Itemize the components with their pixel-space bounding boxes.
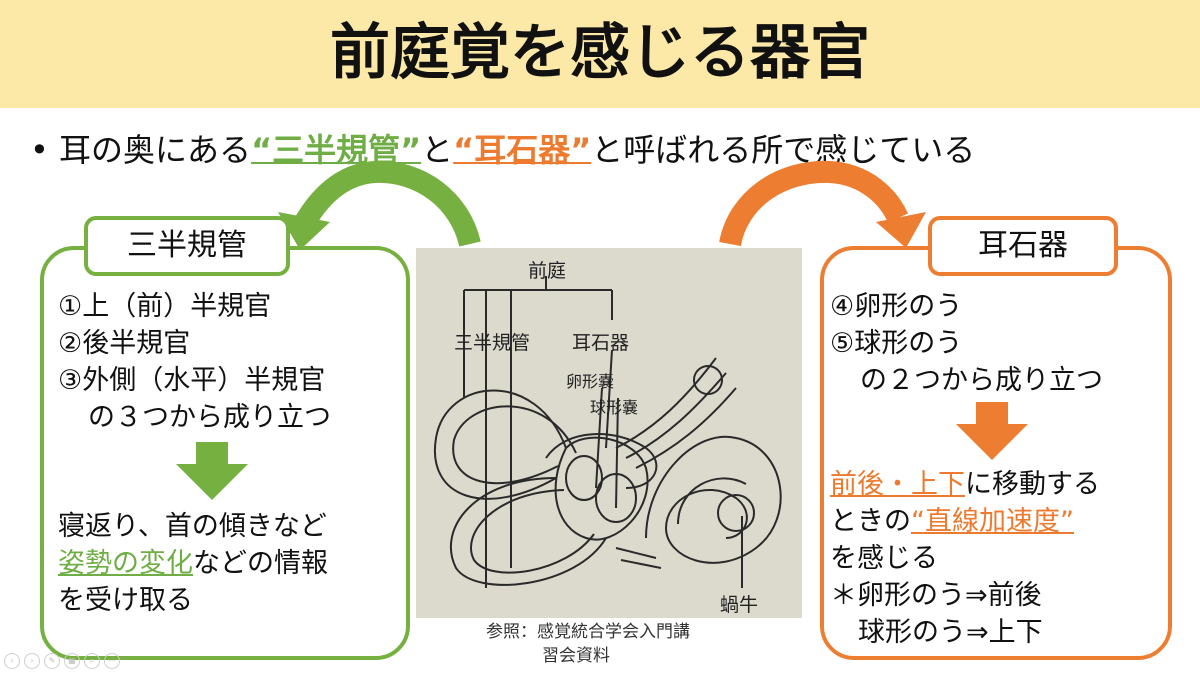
right-note-2: 球形のう⇒上下	[858, 617, 1043, 648]
right-result-line3: を感じる	[830, 543, 938, 574]
right-down-arrow-icon	[956, 402, 1028, 460]
zoom-icon[interactable]: ⌕	[84, 653, 100, 669]
reference-line1: 参照：感覚統合学会入門講	[486, 622, 690, 642]
right-result-line1-rest: に移動する	[965, 469, 1100, 500]
left-item-1: ①上（前）半規官	[58, 291, 272, 322]
slideshow-controls: ‹ › ✎ ▦ ⌕ ⋯	[4, 653, 120, 669]
label-utricle: 卵形嚢	[566, 372, 615, 391]
bullet: •	[30, 131, 49, 169]
label-cochlea: 蝸牛	[720, 594, 759, 616]
inner-ear-drawing	[433, 276, 782, 588]
slide-title: 前庭覚を感じる器官	[330, 18, 870, 88]
pen-icon[interactable]: ✎	[44, 653, 60, 669]
right-note-1: ＊卵形のう⇒前後	[830, 580, 1042, 611]
left-result-line3: を受け取る	[58, 585, 193, 616]
term-otolith-organ: “耳石器”	[453, 131, 592, 169]
reference-line2: 習会資料	[542, 646, 610, 666]
semicircular-canals-heading: 三半規管	[84, 216, 290, 276]
right-item-5: ⑤球形のう	[830, 328, 963, 359]
more-icon[interactable]: ⋯	[104, 653, 120, 669]
label-vestibule: 前庭	[528, 260, 567, 282]
left-result-line2-rest: などの情報	[193, 548, 328, 579]
left-item-2: ②後半規官	[58, 328, 191, 359]
label-semicircular-canals: 三半規管	[454, 332, 531, 354]
grid-icon[interactable]: ▦	[64, 653, 80, 669]
right-result-line2: ときの“直線加速度”	[830, 503, 1074, 540]
left-item-3: ③外側（水平）半規官	[58, 365, 326, 396]
label-otolith-organ: 耳石器	[572, 332, 630, 354]
right-composition: の２つから成り立つ	[860, 365, 1103, 396]
left-result-line2: 姿勢の変化などの情報	[58, 545, 328, 582]
linear-acceleration-term: “直線加速度”	[911, 506, 1074, 537]
intro-before: 耳の奥にある	[59, 131, 252, 169]
front-back-up-down-highlight: 前後・上下	[830, 469, 965, 500]
intro-middle: と	[421, 131, 454, 169]
right-result-line1: 前後・上下に移動する	[830, 466, 1100, 503]
intro-after: と呼ばれる所で感じている	[591, 131, 976, 169]
inner-ear-figure: 前庭 三半規管 耳石器 卵形嚢 球形嚢 蝸牛	[416, 248, 802, 618]
left-result-line1: 寝返り、首の傾きなど	[58, 511, 327, 542]
prev-icon[interactable]: ‹	[4, 653, 20, 669]
label-saccule: 球形嚢	[590, 398, 639, 417]
right-item-4: ④卵形のう	[830, 291, 963, 322]
otolith-organ-heading: 耳石器	[928, 216, 1118, 276]
right-result-line2-prefix: ときの	[830, 506, 911, 537]
next-icon[interactable]: ›	[24, 653, 40, 669]
left-down-arrow-icon	[176, 442, 248, 500]
title-band	[0, 0, 1200, 108]
posture-change-highlight: 姿勢の変化	[58, 548, 193, 579]
reference-note: 参照：感覚統合学会入門講 習会資料	[486, 620, 690, 668]
left-composition: の３つから成り立つ	[88, 402, 331, 433]
